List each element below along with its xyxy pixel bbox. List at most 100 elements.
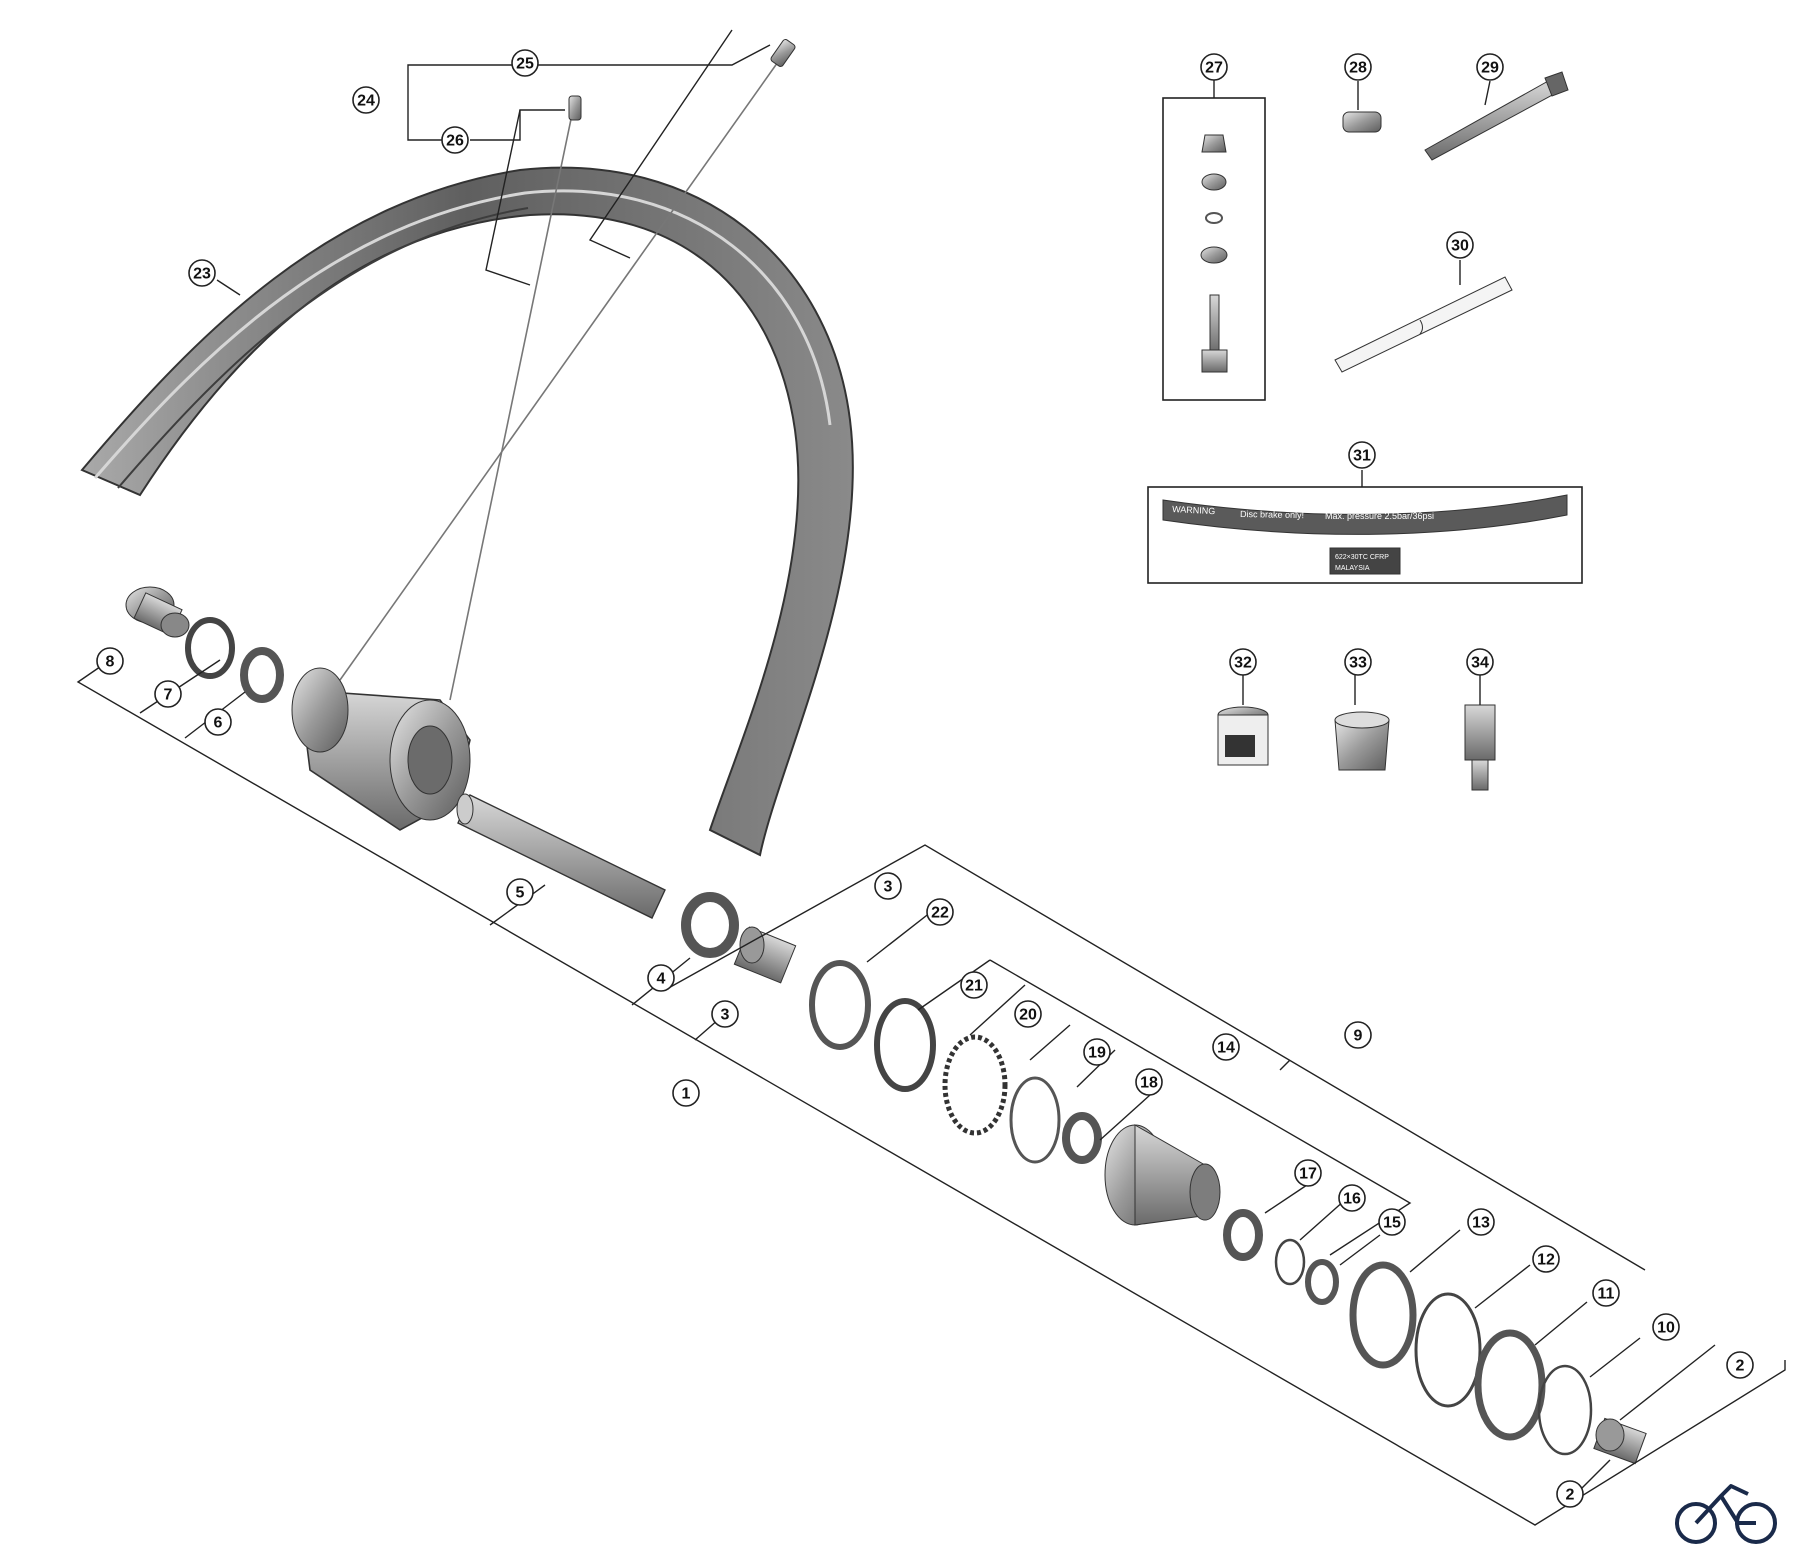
decal-box: [1147, 486, 1583, 584]
valve-kit: [1162, 97, 1266, 401]
callout-number: 1: [682, 1086, 691, 1103]
callout-number: 2: [1736, 1358, 1745, 1375]
decal-line1-text: Disc brake only!: [1240, 509, 1304, 520]
callout-2: 2: [1726, 1351, 1754, 1379]
callout-number: 21: [965, 978, 983, 995]
bearing-17: [1223, 1209, 1263, 1261]
callout-17: 17: [1294, 1159, 1322, 1187]
decal-line4-text: MALAYSIA: [1335, 565, 1370, 572]
callout-number: 22: [931, 905, 949, 922]
callout-27: 27: [1200, 53, 1228, 81]
callout-4: 4: [647, 964, 675, 992]
nipple-tool: [1342, 111, 1382, 133]
callout-number: 20: [1019, 1007, 1037, 1024]
callout-number: 9: [1354, 1028, 1363, 1045]
seal-7: [185, 617, 235, 679]
ring-22: [809, 960, 871, 1050]
callout-33: 33: [1344, 648, 1372, 676]
callout-2: 2: [1556, 1480, 1584, 1508]
callout-8: 8: [96, 647, 124, 675]
decal-line2-text: Max. pressure 2.5bar/36psi: [1325, 511, 1434, 521]
callout-number: 12: [1537, 1252, 1555, 1269]
callout-9: 9: [1344, 1021, 1372, 1049]
callout-number: 27: [1205, 60, 1223, 77]
end-cap-left: [125, 586, 190, 638]
callout-number: 10: [1657, 1320, 1675, 1337]
callout-20: 20: [1014, 1000, 1042, 1028]
callout-32: 32: [1229, 648, 1257, 676]
seal-15: [1305, 1259, 1339, 1305]
bearing-4: [681, 892, 739, 958]
callout-number: 3: [884, 879, 893, 896]
callout-number: 26: [446, 133, 464, 150]
callout-number: 28: [1349, 60, 1367, 77]
callout-number: 8: [106, 654, 115, 671]
clip-16: [1274, 1238, 1306, 1286]
decal-line3-text: 622×30TC CFRP: [1335, 554, 1389, 561]
callout-3: 3: [874, 872, 902, 900]
callout-19: 19: [1083, 1038, 1111, 1066]
callout-10: 10: [1652, 1313, 1680, 1341]
ring-13: [1349, 1261, 1417, 1369]
callout-number: 18: [1140, 1075, 1158, 1092]
callout-number: 7: [164, 687, 173, 704]
callout-25: 25: [511, 49, 539, 77]
tool-cup: [1334, 711, 1390, 771]
callout-number: 29: [1481, 60, 1499, 77]
tool-adapter: [1464, 704, 1496, 791]
callout-number: 5: [516, 885, 525, 902]
callout-11: 11: [1592, 1279, 1620, 1307]
callout-layer: 1223345678910111213141516171819202122232…: [96, 49, 1754, 1508]
callout-number: 3: [721, 1007, 730, 1024]
callout-number: 2: [1566, 1487, 1575, 1504]
callout-13: 13: [1467, 1208, 1495, 1236]
ring-19: [1009, 1076, 1061, 1164]
callout-7: 7: [154, 680, 182, 708]
callout-16: 16: [1338, 1184, 1366, 1212]
ring-11: [1474, 1329, 1546, 1441]
bicycle-icon: [1675, 1484, 1777, 1544]
callout-24: 24: [352, 86, 380, 114]
callout-22: 22: [926, 898, 954, 926]
callout-3: 3: [711, 1000, 739, 1028]
callout-number: 23: [193, 266, 211, 283]
seal-6: [240, 647, 284, 703]
freehub-body: [1104, 1124, 1221, 1226]
grease-jar: [1217, 706, 1269, 766]
callout-14: 14: [1212, 1033, 1240, 1061]
callout-28: 28: [1344, 53, 1372, 81]
callout-number: 15: [1383, 1215, 1401, 1232]
callout-number: 14: [1217, 1040, 1235, 1057]
callout-1: 1: [672, 1079, 700, 1107]
bearing-18: [1062, 1112, 1102, 1164]
axle: [456, 793, 666, 919]
callout-number: 34: [1471, 655, 1489, 672]
callout-34: 34: [1466, 648, 1494, 676]
rim: [80, 166, 854, 857]
spoke-wrench: [1424, 71, 1569, 161]
callout-number: 13: [1472, 1215, 1490, 1232]
callout-number: 30: [1451, 238, 1469, 255]
callout-29: 29: [1476, 53, 1504, 81]
ring-10: [1537, 1364, 1593, 1456]
callout-number: 33: [1349, 655, 1367, 672]
callout-number: 4: [657, 971, 666, 988]
spokes: [339, 39, 796, 701]
end-cap-right: [1593, 1417, 1647, 1465]
leader-lines: [76, 29, 1786, 1526]
spacer-3: [733, 926, 797, 984]
ring-12: [1414, 1292, 1482, 1408]
callout-number: 11: [1598, 1286, 1615, 1303]
callout-number: 25: [516, 56, 534, 73]
callout-5: 5: [506, 878, 534, 906]
callout-15: 15: [1378, 1208, 1406, 1236]
decal-warning-text: WARNING: [1172, 504, 1216, 516]
callout-30: 30: [1446, 231, 1474, 259]
ring-21: [874, 998, 936, 1092]
rim-tape: [1334, 276, 1513, 373]
callout-6: 6: [204, 708, 232, 736]
callout-number: 32: [1234, 655, 1252, 672]
callout-number: 24: [357, 93, 375, 110]
callout-31: 31: [1348, 441, 1376, 469]
hub-shell: [291, 667, 471, 831]
